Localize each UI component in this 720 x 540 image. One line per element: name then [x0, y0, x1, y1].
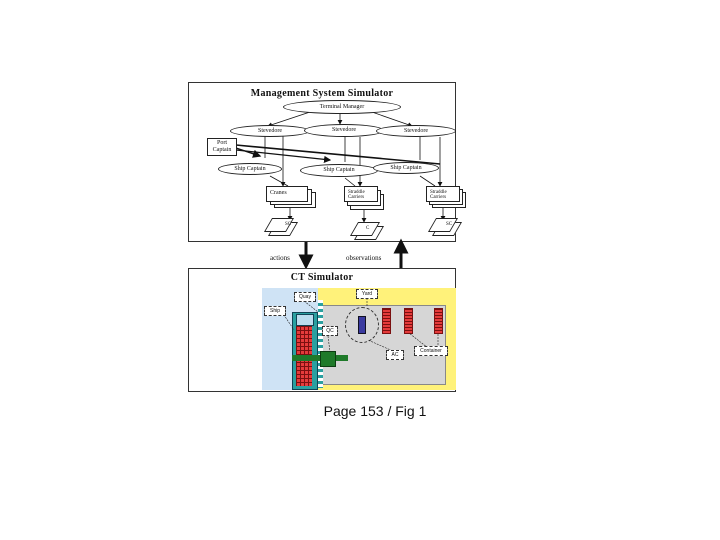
figure-caption: Page 153 / Fig 1 [323, 403, 427, 419]
straddle-carriers-group-2: Straddle Carriers [426, 186, 460, 202]
ship-callout: Ship [264, 306, 286, 316]
yard-callout: Yard [356, 289, 378, 299]
straddle-carriers-label-2: Straddle Carriers [430, 190, 447, 200]
container-stack-1 [382, 308, 391, 334]
actions-label: actions [270, 254, 290, 262]
container-callout: Container [414, 346, 448, 356]
sc-label-1: SC [285, 222, 292, 227]
ship-captain-node-3: Ship Captain [373, 162, 439, 174]
stevedore-node-3: Stevedore [376, 125, 456, 137]
cranes-group: Cranes [266, 186, 308, 202]
port-captain-node: Port Captain [207, 138, 237, 156]
container-stack-2 [404, 308, 413, 334]
c-label: C [366, 226, 370, 231]
management-title: Management System Simulator [250, 88, 394, 99]
quay-callout: Quay [294, 292, 316, 302]
ship-captain-node-1: Ship Captain [218, 163, 282, 175]
observations-label: observations [346, 254, 382, 262]
agv-vehicle [358, 316, 366, 334]
quay-crane-body [320, 351, 336, 367]
container-stack-3 [434, 308, 443, 334]
ship-bridge [296, 314, 314, 326]
sc-label-2: SC [446, 222, 453, 227]
ct-title: CT Simulator [290, 272, 354, 283]
quay-strip [318, 300, 323, 388]
qc-callout: QC [322, 326, 338, 336]
ac-callout: AC [386, 350, 404, 360]
straddle-carriers-group-1: Straddle Carriers [344, 186, 378, 202]
ship-captain-node-2: Ship Captain [300, 164, 378, 177]
terminal-manager-node: Terminal Manager [283, 100, 401, 114]
straddle-carriers-label-1: Straddle Carriers [348, 190, 365, 200]
cranes-label: Cranes [270, 190, 287, 196]
ac-circle [345, 307, 379, 343]
